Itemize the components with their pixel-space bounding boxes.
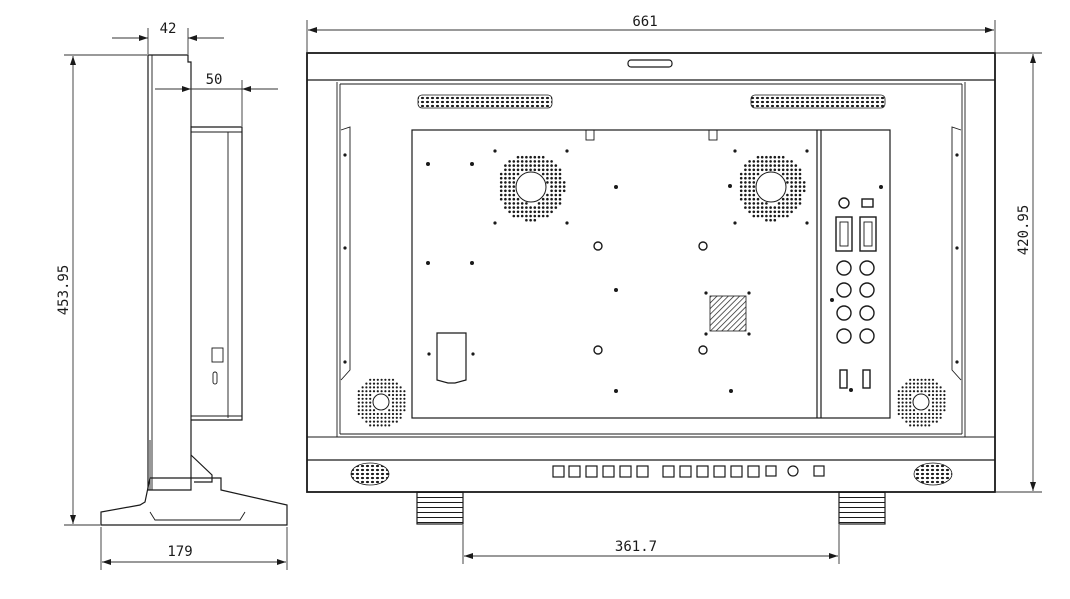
fan-lower-right [897,378,946,427]
fan-lower-left [357,378,406,427]
control-buttons [552,465,825,478]
foot-left [416,491,464,525]
dim-foot-spacing: 361.7 [615,539,657,555]
dim-side-height: 453.95 [56,265,72,316]
dim-front-height: 420.95 [1016,205,1032,256]
dim-base-depth: 179 [167,544,192,560]
fan-right [733,149,809,225]
foot-right [838,491,886,525]
dim-side-depth-top: 42 [160,21,177,37]
dim-front-width: 661 [632,14,657,30]
side-view: 42 50 453.95 179 [56,21,288,570]
screw-holes [426,162,883,393]
dim-side-offset: 50 [206,72,223,88]
fan-left [493,149,569,225]
power-inlet [436,332,467,384]
vesa-mesh [709,295,747,332]
rear-view: 661 420.95 361.7 [306,14,1042,564]
connector-panel [830,197,877,389]
